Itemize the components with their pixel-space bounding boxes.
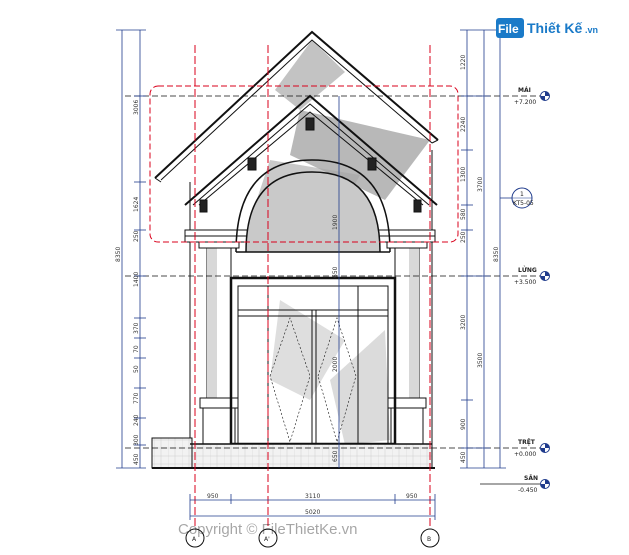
grid-label-a2: A' xyxy=(264,536,270,543)
grid-label-b: B xyxy=(427,536,431,543)
column-right-cap xyxy=(386,241,428,249)
outer-roof xyxy=(154,30,439,179)
right-dim-4: 580 xyxy=(460,208,467,220)
bottom-dimensions xyxy=(189,494,436,520)
left-dim-labels: 8350 3006 1624 250 1400 370 70 50 770 24… xyxy=(115,100,140,465)
bottom-dim-1: 950 xyxy=(207,493,219,500)
left-dim-10: 300 xyxy=(133,434,140,446)
column-left-shade xyxy=(207,248,217,398)
bottom-dim-labels: 950 3110 950 5020 xyxy=(207,493,418,516)
right-dim-mid-1: 3700 xyxy=(477,177,484,192)
brand-logo-text: File xyxy=(498,22,519,36)
level-marker-tret: TRỆT +0.000 xyxy=(514,438,550,458)
copyright-watermark: Copyright © FileThietKe.vn xyxy=(178,521,357,538)
right-dim-6: 3200 xyxy=(460,315,467,330)
lamp-far-left xyxy=(199,199,208,213)
brand-logo-badge xyxy=(496,18,524,38)
left-dim-5: 370 xyxy=(133,322,140,334)
door-shadow-center xyxy=(270,300,345,400)
arch-trim xyxy=(235,159,391,253)
level-name-lung: LỬNG xyxy=(518,266,537,274)
column-right-shade xyxy=(409,248,419,398)
level-marker-san: SÂN -0.450 xyxy=(480,475,550,494)
right-dim-2: 2240 xyxy=(460,117,467,132)
right-dimensions xyxy=(460,29,506,469)
level-value-tret: +0.000 xyxy=(514,451,536,458)
right-dim-7: 900 xyxy=(460,418,467,430)
level-name-tret: TRỆT xyxy=(518,438,536,446)
facade xyxy=(151,30,439,469)
grid-bubbles: A A' B xyxy=(185,528,440,548)
brand-name: Thiết Kế xyxy=(527,20,582,36)
level-marker-mai: MÁI +7.200 xyxy=(514,87,550,106)
left-dim-7: 50 xyxy=(133,365,140,373)
right-dim-8: 450 xyxy=(460,451,467,463)
outer-roof-eave-left xyxy=(154,177,162,183)
left-dim-11: 450 xyxy=(133,453,140,465)
left-dim-3: 250 xyxy=(133,230,140,242)
right-dim-3: 1300 xyxy=(460,167,467,182)
left-dimensions xyxy=(116,29,146,469)
left-dim-9: 240 xyxy=(133,414,140,426)
lamp-far-right xyxy=(413,199,422,213)
lamp-right xyxy=(367,157,377,171)
column-left-pedestal xyxy=(202,407,236,445)
outer-roof-eave-right xyxy=(431,139,439,144)
right-dim-labels: 1220 2240 1300 580 250 3200 900 450 3700… xyxy=(460,55,500,463)
left-dim-total: 8350 xyxy=(115,247,122,262)
column-right-base xyxy=(387,397,427,409)
right-dim-total: 8350 xyxy=(493,247,500,262)
brand-logo: File Thiết Kế .vn xyxy=(496,18,598,38)
grid-bubble-b xyxy=(420,528,440,548)
column-left-cap xyxy=(198,241,240,249)
grid-axes xyxy=(194,45,431,530)
left-dim-4: 1400 xyxy=(133,272,140,287)
center-dim-2: 650 xyxy=(332,266,339,278)
grid-bubble-a xyxy=(185,528,205,548)
section-number: 1 xyxy=(520,191,524,198)
level-name-san: SÂN xyxy=(524,475,538,482)
grid-label-a: A xyxy=(192,536,197,543)
facade-shadow-diagonal xyxy=(290,110,430,200)
arch-window xyxy=(245,171,381,253)
section-marker: 1 KT5-05 xyxy=(500,187,534,209)
brand-tld: .vn xyxy=(585,25,598,35)
outer-roof-inner xyxy=(160,39,433,181)
right-dim-5: 250 xyxy=(460,231,467,243)
front-gable-roof-inner xyxy=(192,103,430,206)
column-left-base xyxy=(199,397,239,409)
left-dim-1: 3006 xyxy=(133,100,140,115)
center-dim-1: 1900 xyxy=(332,215,339,230)
door-shadow-right xyxy=(330,330,390,445)
level-marker-lung: LỬNG +3.500 xyxy=(514,266,550,286)
left-dim-2: 1624 xyxy=(133,197,140,212)
level-name-mai: MÁI xyxy=(518,87,531,94)
front-gable-roof-trim xyxy=(198,111,424,206)
bottom-dim-2: 3110 xyxy=(305,493,320,500)
level-value-san: -0.450 xyxy=(518,487,538,494)
grid-bubble-a2 xyxy=(258,528,278,548)
lamp-top xyxy=(305,117,315,131)
left-dim-6: 70 xyxy=(133,345,140,353)
section-callout-box xyxy=(149,85,459,243)
right-dim-mid-2: 3500 xyxy=(477,353,484,368)
front-steps xyxy=(189,443,433,469)
roof-shadow xyxy=(275,40,345,110)
side-step xyxy=(151,437,193,469)
section-sheet: KT5-05 xyxy=(513,200,534,207)
bottom-dim-total: 5020 xyxy=(305,509,320,516)
left-dim-8: 770 xyxy=(133,392,140,404)
right-dim-1: 1220 xyxy=(460,55,467,70)
center-dim-3: 2000 xyxy=(332,357,339,372)
door-swing-right xyxy=(317,317,357,444)
center-dim-4: 650 xyxy=(332,450,339,462)
lamp-left xyxy=(247,157,257,171)
level-value-lung: +3.500 xyxy=(514,279,536,286)
level-value-mai: +7.200 xyxy=(514,99,536,106)
bottom-dim-3: 950 xyxy=(406,493,418,500)
door-swing-left xyxy=(269,317,311,444)
center-dim-labels: 1900 650 2000 650 xyxy=(332,215,339,462)
